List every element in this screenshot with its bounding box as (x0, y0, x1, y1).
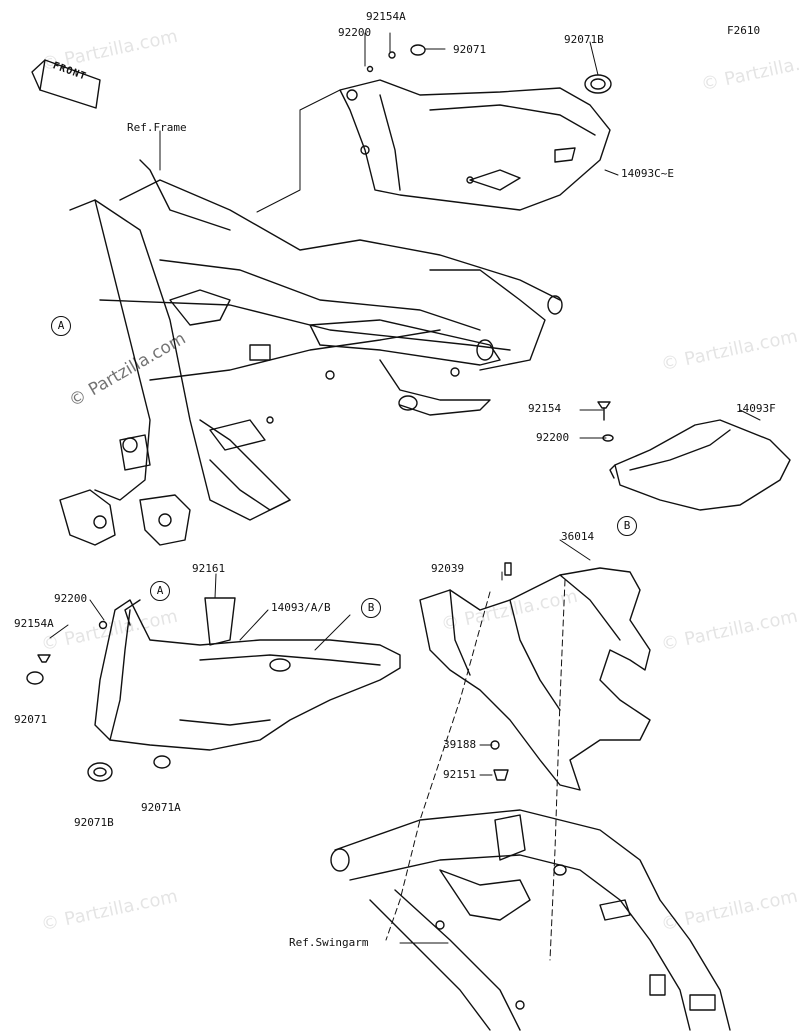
side-cover-lower-left (94, 597, 401, 751)
leader-lines (49, 32, 761, 961)
callout-a: A (150, 581, 170, 601)
rear-fender-36014 (419, 567, 651, 791)
part-label-92071: 92071 (14, 713, 48, 726)
part-label-14093-a-b: 14093/A/B (271, 601, 331, 614)
part-label-92071: 92071 (453, 43, 487, 56)
ref-frame-label: Ref.Frame (127, 121, 187, 134)
figure-code: F2610 (727, 24, 761, 37)
front-arrow-shape (31, 59, 101, 109)
part-label-92039: 92039 (431, 562, 465, 575)
part-label-92071b: 92071B (564, 33, 604, 46)
part-label-92200: 92200 (54, 592, 88, 605)
part-label-92151: 92151 (443, 768, 477, 781)
part-label-39188: 39188 (443, 738, 477, 751)
part-label-92200: 92200 (338, 26, 372, 39)
part-label-92200: 92200 (536, 431, 570, 444)
side-cover-upper-right (339, 44, 612, 211)
part-label-92071b: 92071B (74, 816, 114, 829)
callout-b: B (617, 516, 637, 536)
part-label-14093c-e: 14093C~E (621, 167, 674, 180)
part-label-92154: 92154 (528, 402, 562, 415)
part-label-92154a: 92154A (14, 617, 54, 630)
callout-b: B (361, 598, 381, 618)
swingarm-assembly (330, 809, 731, 1031)
part-label-92154a: 92154A (366, 10, 406, 23)
frame-assembly (59, 159, 563, 546)
part-label-92161: 92161 (192, 562, 226, 575)
callout-a: A (51, 316, 71, 336)
ref-swingarm-label: Ref.Swingarm (289, 936, 369, 949)
part-label-36014: 36014 (561, 530, 595, 543)
fasteners (26, 401, 614, 782)
part-label-92071a: 92071A (141, 801, 181, 814)
part-label-14093f: 14093F (736, 402, 776, 415)
side-cover-14093F (609, 419, 791, 511)
